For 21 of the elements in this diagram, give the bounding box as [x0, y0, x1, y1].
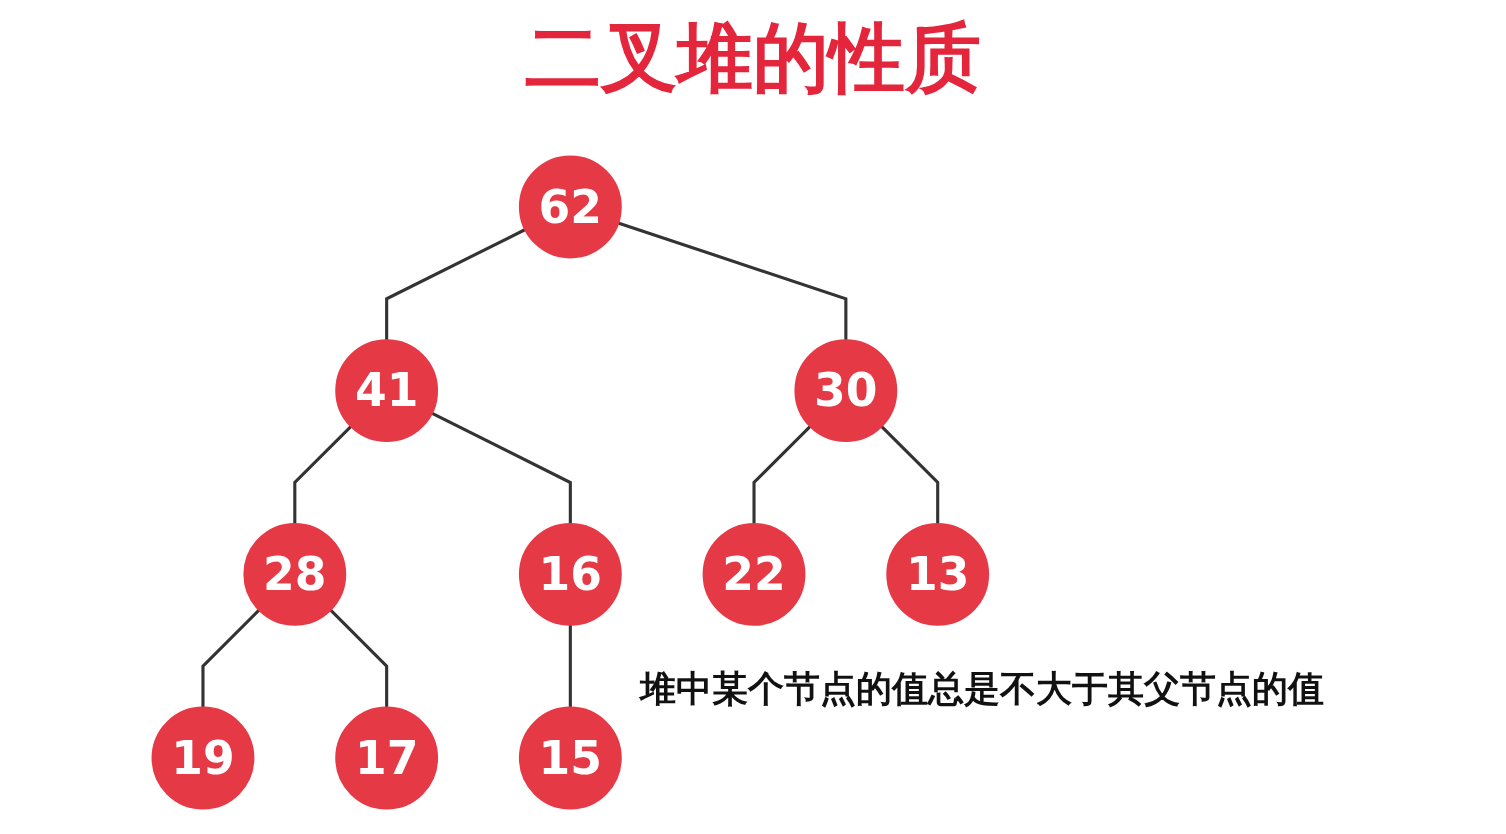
number-circle: 17 [334, 706, 438, 810]
number-circle: 62 [518, 155, 622, 259]
tree-line [384, 228, 526, 341]
number-circle: 13 [885, 522, 989, 626]
tree-line [430, 411, 572, 524]
note-text: 堆中某个节点的值总是不大于其父节点的值 [640, 667, 1324, 711]
tree-line [617, 221, 848, 341]
number-circle: 16 [518, 522, 622, 626]
tree-line [201, 608, 260, 708]
tree-line [752, 425, 811, 524]
title: 二叉堆的性质 [524, 12, 982, 104]
tree-line [880, 425, 939, 524]
number-circle: 22 [702, 522, 806, 626]
number-circle: 19 [151, 706, 255, 810]
number-circle: 41 [334, 339, 438, 443]
tree-line [329, 608, 388, 708]
number-circle: 28 [243, 522, 346, 626]
tree-line [292, 425, 352, 524]
number-circle: 30 [794, 339, 897, 443]
number-circle: 15 [518, 706, 622, 810]
tree-line [568, 624, 572, 708]
